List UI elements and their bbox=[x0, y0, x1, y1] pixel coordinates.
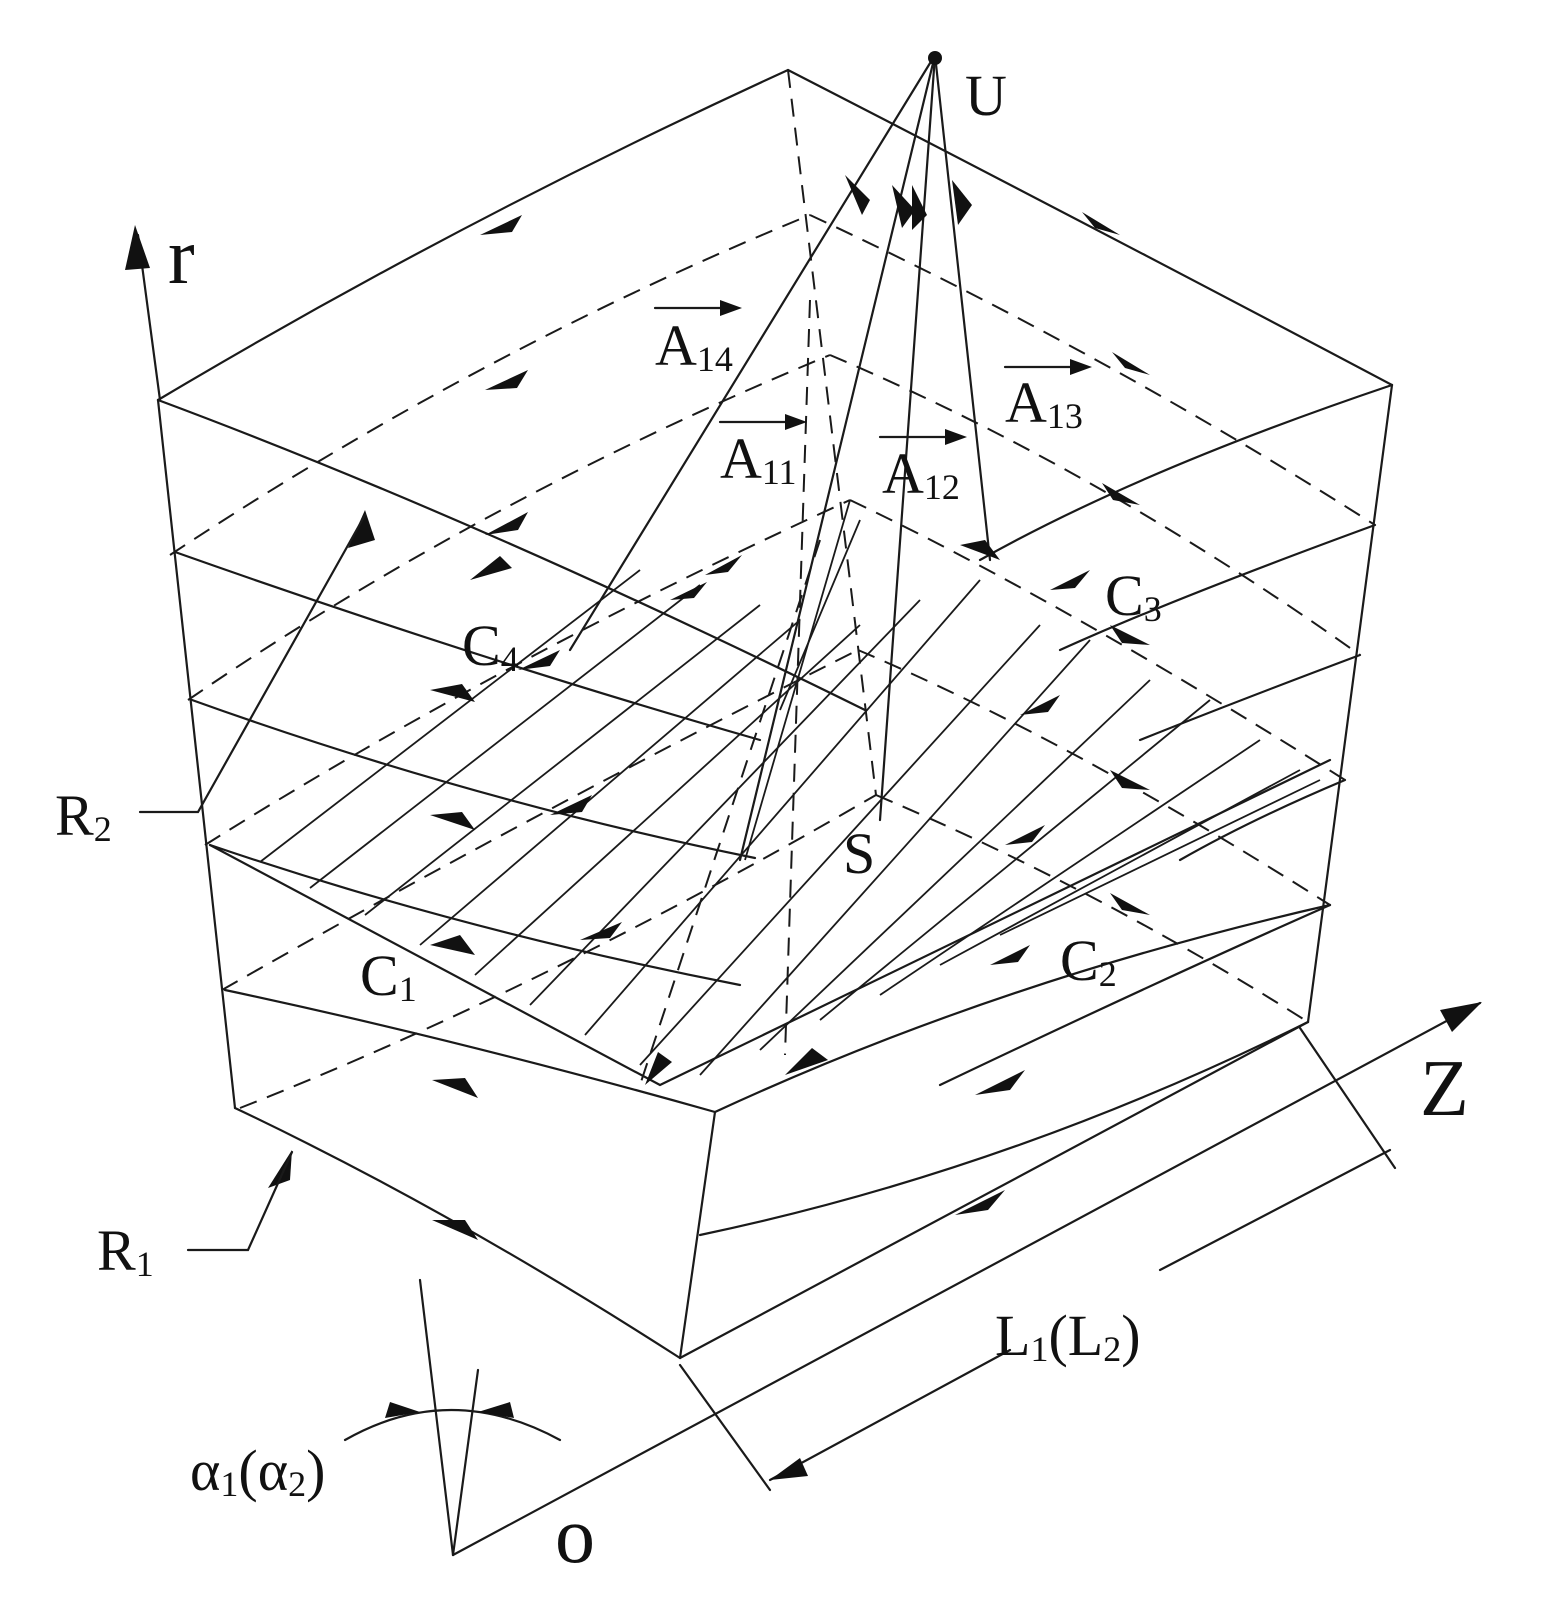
hidden-dashed-edges bbox=[169, 69, 1376, 1109]
label-A13: A13 bbox=[1005, 370, 1083, 436]
label-C2: C2 bbox=[1060, 928, 1117, 994]
label-point-S: S bbox=[843, 821, 875, 886]
labels: r U S Z o R2 R1 C1 C2 C3 C4 A14 A11 A12 … bbox=[55, 63, 1469, 1580]
label-z-axis: Z bbox=[1420, 1045, 1469, 1133]
leader-lines bbox=[138, 513, 367, 1252]
label-A12: A12 bbox=[882, 441, 960, 507]
label-alpha1-alpha2: α1(α2) bbox=[190, 1438, 325, 1504]
label-r-axis: r bbox=[168, 213, 195, 301]
label-A14: A14 bbox=[655, 313, 733, 379]
z-axis bbox=[451, 1001, 1482, 1557]
point-U-dot bbox=[928, 51, 942, 65]
label-R1: R1 bbox=[97, 1218, 154, 1284]
label-L1-L2: L1(L2) bbox=[995, 1303, 1141, 1369]
top-left-edge bbox=[156, 68, 790, 402]
rays-to-U bbox=[568, 53, 992, 1086]
front-vertical-edge bbox=[678, 1110, 717, 1360]
label-origin-o: o bbox=[555, 1492, 595, 1580]
label-R2: R2 bbox=[55, 783, 112, 849]
arrowheads bbox=[268, 175, 1150, 1240]
front-bottom-right-edge bbox=[678, 1020, 1310, 1360]
label-point-U: U bbox=[965, 63, 1007, 128]
dimension-L bbox=[678, 1148, 1392, 1492]
label-C1: C1 bbox=[360, 943, 417, 1009]
left-vertical-edge bbox=[156, 398, 237, 1110]
label-C4: C4 bbox=[462, 613, 519, 679]
bottom-front-curve bbox=[233, 1106, 682, 1360]
right-vertical-edge bbox=[1306, 383, 1394, 1024]
vector-bars bbox=[653, 300, 1092, 445]
dimension-alpha bbox=[343, 1278, 562, 1557]
label-C3: C3 bbox=[1105, 563, 1162, 629]
label-A11: A11 bbox=[720, 426, 797, 492]
top-right-edge bbox=[786, 68, 1394, 387]
right-layer-curves bbox=[698, 383, 1394, 1237]
r-axis bbox=[125, 225, 162, 402]
